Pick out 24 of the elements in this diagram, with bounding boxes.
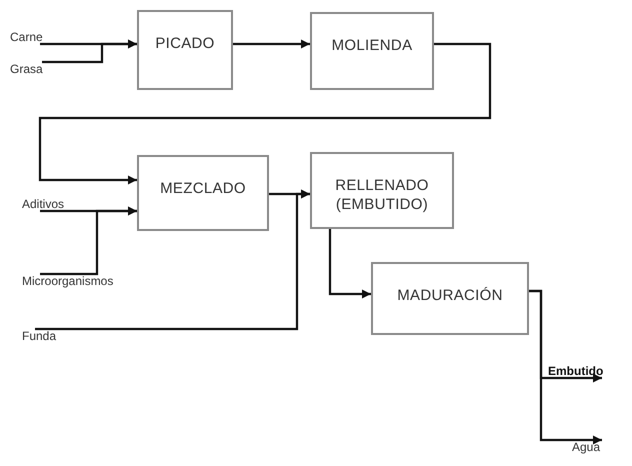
arrow (40, 206, 137, 276)
arrow (233, 40, 310, 48)
arrow (42, 40, 137, 64)
process-box (137, 155, 269, 231)
arrow (35, 190, 310, 330)
process-label: MEZCLADO (160, 179, 246, 198)
process-box (137, 10, 233, 90)
arrow (328, 229, 371, 298)
arrow (38, 42, 492, 184)
flow-label: Funda (22, 329, 56, 343)
process-box (310, 12, 434, 90)
process-box (310, 152, 454, 229)
process-box (371, 262, 529, 335)
flow-label: Microorganismos (22, 274, 114, 288)
process-label: PICADO (155, 34, 215, 53)
flow-label: Agua (572, 440, 600, 454)
flow-label: Embutido (548, 364, 604, 378)
arrow (529, 290, 602, 444)
flow-label: Carne (10, 30, 43, 44)
process-label: RELLENADO (EMBUTIDO) (334, 176, 430, 214)
flow-label: Grasa (10, 62, 43, 76)
flow-label: Aditivos (22, 197, 64, 211)
process-label: MADURACIÓN (397, 286, 503, 305)
process-label: MOLIENDA (332, 36, 412, 55)
